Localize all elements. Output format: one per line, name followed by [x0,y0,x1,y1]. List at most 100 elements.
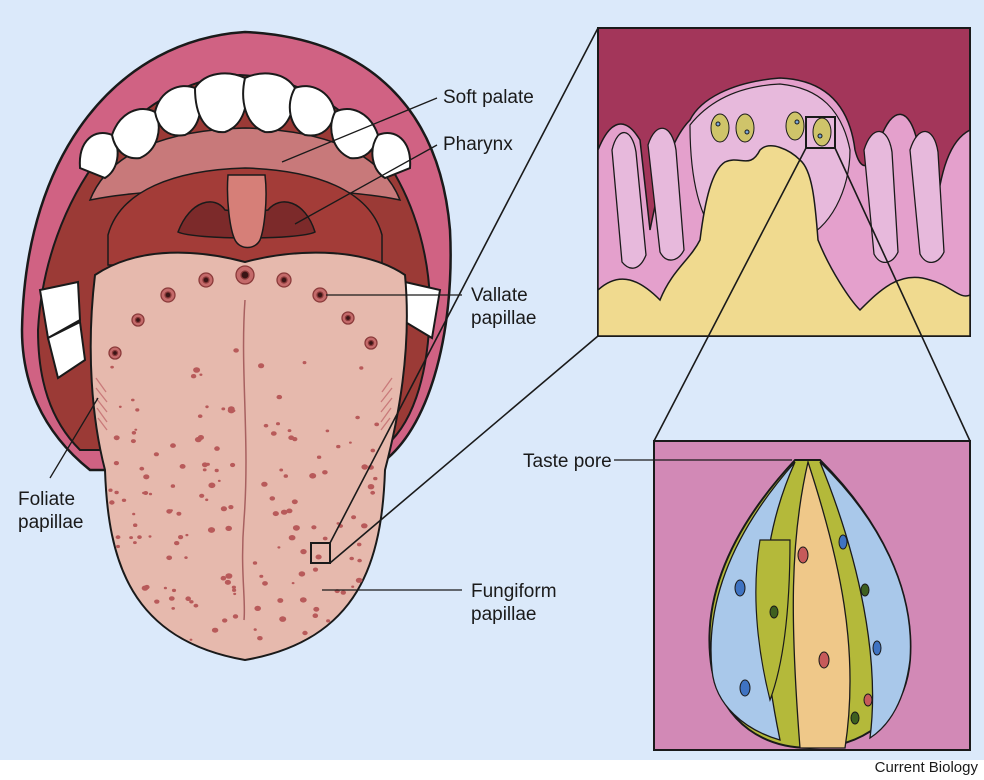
fungiform-papilla-dot [134,429,137,431]
fungiform-papilla-dot [114,461,119,465]
fungiform-papilla-dot [313,613,319,618]
fungiform-papilla-dot [230,463,235,467]
fungiform-papilla-dot [277,546,280,548]
fungiform-papilla-dot [288,429,292,432]
fungiform-papilla-dot [199,494,204,498]
fungiform-papilla-dot [171,607,175,610]
label-fungiform-papillae: Fungiform papillae [471,580,557,626]
fungiform-papilla-dot [292,499,298,504]
label-pharynx: Pharynx [443,133,513,156]
fungiform-papilla-dot [222,618,227,622]
fungiform-papilla-dot [114,491,118,494]
fungiform-papilla-dot [271,431,277,436]
fungiform-papilla-dot [198,414,203,418]
fungiform-papilla-dot [225,580,231,585]
fungiform-papilla-dot [257,636,263,640]
fungiform-papilla-dot [259,575,263,578]
fungiform-papilla-dot [270,496,276,500]
fungiform-papilla-dot [195,437,202,442]
fungiform-papilla-dot [108,489,112,492]
fungiform-papilla-dot [326,619,330,622]
fungiform-papilla-dot [232,586,236,589]
fungiform-papilla-dot [262,581,268,586]
fungiform-papilla-dot [180,464,186,469]
fungiform-papilla-dot [273,511,279,516]
label-vallate-papillae: Vallate papillae [471,284,537,330]
papilla-cross-section-inset [598,28,970,336]
credit: Current Biology [875,759,978,776]
fungiform-papilla-dot [356,578,363,583]
fungiform-papilla-dot [373,477,377,480]
fungiform-papilla-dot [164,587,167,590]
fungiform-papilla-dot [144,585,149,589]
fungiform-papilla-dot [194,604,199,608]
fungiform-papilla-dot [193,367,200,373]
label-soft-palate: Soft palate [443,86,534,109]
fungiform-papilla-dot [302,631,307,635]
fungiform-papilla-dot [185,596,191,601]
fungiform-papilla-dot [169,596,175,601]
fungiform-papilla-dot [166,556,172,561]
fungiform-papilla-dot [221,506,227,511]
fungiform-papilla-dot [264,424,269,428]
fungiform-papilla-dot [221,407,225,410]
fungiform-papilla-dot [351,586,354,588]
fungiform-papilla-dot [129,536,133,539]
fungiform-papilla-dot [171,484,175,488]
fungiform-papilla-dot [258,363,264,368]
fungiform-papilla-dot [208,527,215,533]
fungiform-papilla-dot [119,406,122,408]
fungiform-papilla-dot [189,600,193,603]
fungiform-papilla-dot [317,456,321,459]
fungiform-papilla-dot [309,473,316,479]
fungiform-papilla-dot [212,628,218,633]
uvula [227,175,266,248]
fungiform-papilla-dot [109,500,114,504]
fungiform-papilla-dot [361,523,368,528]
fungiform-papilla-dot [281,510,288,515]
fungiform-papilla-dot [185,534,188,536]
fungiform-papilla-dot [316,555,322,560]
fungiform-papilla-dot [131,399,135,402]
fungiform-papilla-dot [176,512,181,516]
fungiform-papilla-dot [293,525,300,531]
fungiform-papilla-dot [368,484,375,489]
fungiform-papilla-dot [313,568,318,572]
fungiform-papilla-dot [116,545,120,548]
fungiform-papilla-dot [190,639,193,641]
fungiform-papilla-dot [277,598,283,603]
fungiform-papilla-dot [170,509,173,511]
fungiform-papilla-dot [154,452,159,456]
fungiform-papilla-dot [292,582,295,584]
fungiform-papilla-dot [174,541,179,545]
fungiform-papilla-dot [154,600,159,604]
fungiform-papilla-dot [254,628,257,631]
fungiform-papilla-dot [132,431,136,435]
fungiform-papilla-dot [131,439,136,443]
fungiform-papilla-dot [374,423,379,427]
fungiform-papilla-dot [110,366,114,369]
fungiform-papilla-dot [143,491,148,495]
fungiform-papilla-dot [233,614,238,618]
fungiform-papilla-dot [218,480,221,482]
fungiform-papilla-dot [228,505,233,509]
fungiform-papilla-dot [170,443,176,448]
fungiform-papilla-dot [225,573,232,579]
fungiform-papilla-dot [114,435,120,440]
fungiform-papilla-dot [233,348,239,352]
fungiform-papilla-dot [122,499,126,502]
fungiform-papilla-dot [323,537,328,541]
fungiform-papilla-dot [253,561,257,565]
fungiform-papilla-dot [203,468,207,471]
fungiform-papilla-dot [205,499,208,502]
fungiform-papilla-dot [357,543,362,547]
label-foliate-papillae: Foliate papillae [18,488,84,534]
fungiform-papilla-dot [279,616,286,622]
fungiform-papilla-dot [202,462,208,467]
fungiform-papilla-dot [289,535,296,540]
fungiform-papilla-dot [133,541,137,544]
fungiform-papilla-dot [313,607,319,612]
fungiform-papilla-dot [341,591,346,595]
fungiform-papilla-dot [149,493,152,496]
